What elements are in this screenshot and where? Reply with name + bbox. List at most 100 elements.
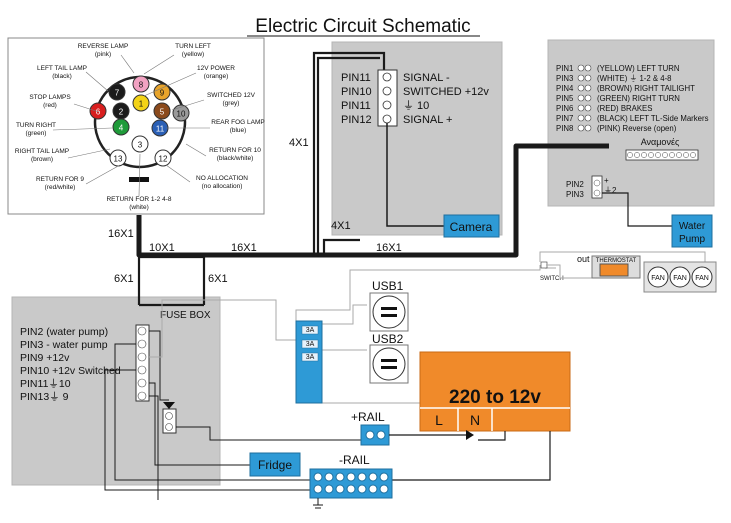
rail-screw — [368, 484, 378, 494]
fridge-box — [249, 452, 301, 477]
rail-screw — [313, 484, 323, 494]
svg-text:4X1: 4X1 — [289, 137, 309, 149]
rail-screw — [335, 472, 345, 482]
fuse-3a-list: 3A 3A 3A — [301, 325, 319, 362]
wire-labels: 4X1 4X1 16X1 16X1 16X1 10X1 6X1 6X1 — [108, 137, 402, 285]
terminal-screw — [690, 152, 696, 158]
svg-text:(black/white): (black/white) — [217, 155, 253, 162]
pin-6: 6 — [89, 102, 107, 120]
svg-text:(brown): (brown) — [31, 156, 53, 163]
usb2-label: USB2 — [372, 332, 404, 346]
plus-rail-label: +RAIL — [351, 410, 385, 424]
fuse-box-panel — [11, 296, 221, 486]
thermostat-display — [599, 263, 629, 277]
pin-number: 3 — [138, 141, 143, 150]
svg-text:RETURN FOR 9: RETURN FOR 9 — [36, 176, 84, 183]
fan-2: FAN — [669, 266, 691, 288]
rail-screw — [379, 472, 389, 482]
converter-box — [419, 351, 571, 432]
pin-number: 13 — [114, 155, 123, 164]
fuse-terminal-block — [135, 324, 150, 402]
fan-1: FAN — [647, 266, 669, 288]
waiting-label: Αναμονές — [641, 137, 680, 147]
pin-13: 13 — [109, 149, 127, 167]
signal-list: PIN11 SIGNAL - PIN10 SWITCHED +12v PIN11… — [341, 72, 489, 126]
svg-text:(WHITE) ⏚ 1-2 & 4-8: (WHITE) ⏚ 1-2 & 4-8 — [597, 74, 672, 83]
svg-text:PIN3: PIN3 — [566, 190, 584, 199]
svg-text:PIN9 +12v: PIN9 +12v — [20, 352, 70, 364]
pin-number: 2 — [119, 108, 124, 117]
terminal-screw — [676, 152, 682, 158]
fuse-box-list: PIN2 (water pump) PIN3 - water pump PIN9… — [20, 326, 121, 403]
svg-text:PIN11: PIN11 — [341, 72, 371, 84]
rail-screw — [313, 472, 323, 482]
svg-text:PIN11⏚10: PIN11⏚10 — [20, 378, 71, 390]
svg-text:12V POWER: 12V POWER — [197, 65, 235, 72]
svg-text:PIN4: PIN4 — [556, 84, 574, 93]
svg-text:3A: 3A — [306, 341, 315, 348]
svg-text:3A: 3A — [306, 354, 315, 361]
rail-screw — [379, 484, 389, 494]
pin-5: 5 — [153, 102, 171, 120]
fan-label: FAN — [695, 275, 709, 282]
terminal-screw — [627, 152, 633, 158]
pin-number: 4 — [119, 124, 124, 133]
svg-text:PIN3: PIN3 — [556, 74, 573, 83]
svg-text:(red): (red) — [43, 102, 57, 109]
fan-3: FAN — [691, 266, 713, 288]
pin-9: 9 — [153, 83, 171, 101]
svg-text:PIN10 +12v Switched: PIN10 +12v Switched — [20, 365, 121, 377]
fuse-strip — [295, 320, 323, 404]
svg-text:(yellow): (yellow) — [182, 51, 204, 58]
svg-text:PIN12: PIN12 — [341, 114, 372, 126]
svg-text:PIN13⏚ 9: PIN13⏚ 9 — [20, 391, 69, 403]
pin-11: 11 — [151, 119, 169, 137]
fan-label: FAN — [673, 275, 687, 282]
svg-text:SWITCHED 12V: SWITCHED 12V — [207, 92, 256, 99]
svg-text:(red/white): (red/white) — [45, 184, 76, 191]
svg-text:(BROWN) RIGHT TAILIGHT: (BROWN) RIGHT TAILIGHT — [597, 84, 695, 93]
svg-text:(BLACK) LEFT TL-Side Markers: (BLACK) LEFT TL-Side Markers — [597, 114, 709, 123]
pin-3: 3 — [131, 135, 149, 153]
rail-screw — [324, 472, 334, 482]
svg-text:PIN5: PIN5 — [556, 94, 574, 103]
pin-number: 12 — [159, 155, 168, 164]
svg-text:REVERSE LAMP: REVERSE LAMP — [78, 43, 129, 50]
pin-number: 10 — [177, 110, 186, 119]
pin-8: 8 — [132, 75, 150, 93]
terminal-screw — [634, 152, 640, 158]
svg-text:RETURN FOR 1-2 4-8: RETURN FOR 1-2 4-8 — [106, 196, 171, 203]
svg-text:16X1: 16X1 — [231, 242, 257, 254]
svg-text:(white): (white) — [129, 204, 149, 211]
svg-text:TURN LEFT: TURN LEFT — [175, 43, 211, 50]
converter-n: N — [470, 412, 480, 428]
svg-text:STOP LAMPS: STOP LAMPS — [29, 94, 71, 101]
rail-screw — [346, 484, 356, 494]
svg-text:Water: Water — [679, 221, 706, 232]
svg-text:4X1: 4X1 — [331, 220, 351, 232]
svg-text:(blue): (blue) — [230, 127, 247, 134]
thermostat-label: THERMOSTAT — [596, 258, 637, 264]
pump-terminal-block — [591, 175, 603, 199]
spare-terminal-block — [625, 149, 699, 161]
rail-screw — [357, 472, 367, 482]
terminal-screw — [641, 152, 647, 158]
svg-text:PIN10: PIN10 — [341, 86, 372, 98]
terminal-screw — [683, 152, 689, 158]
svg-text:PIN3 - water pump: PIN3 - water pump — [20, 339, 108, 351]
camera-label: Camera — [450, 220, 493, 234]
fridge-label: Fridge — [258, 458, 292, 472]
svg-text:SWITCHED +12v: SWITCHED +12v — [403, 86, 489, 98]
svg-text:16X1: 16X1 — [108, 228, 134, 240]
terminal-screw — [655, 152, 661, 158]
svg-text:10X1: 10X1 — [149, 242, 175, 254]
svg-text:(pink): (pink) — [95, 51, 111, 58]
pin-2: 2 — [112, 102, 130, 120]
camera-box — [443, 214, 500, 238]
signal-panel — [331, 41, 503, 236]
converter-label: 220 to 12v — [449, 387, 541, 408]
page-title: Electric Circuit Schematic — [255, 16, 470, 37]
